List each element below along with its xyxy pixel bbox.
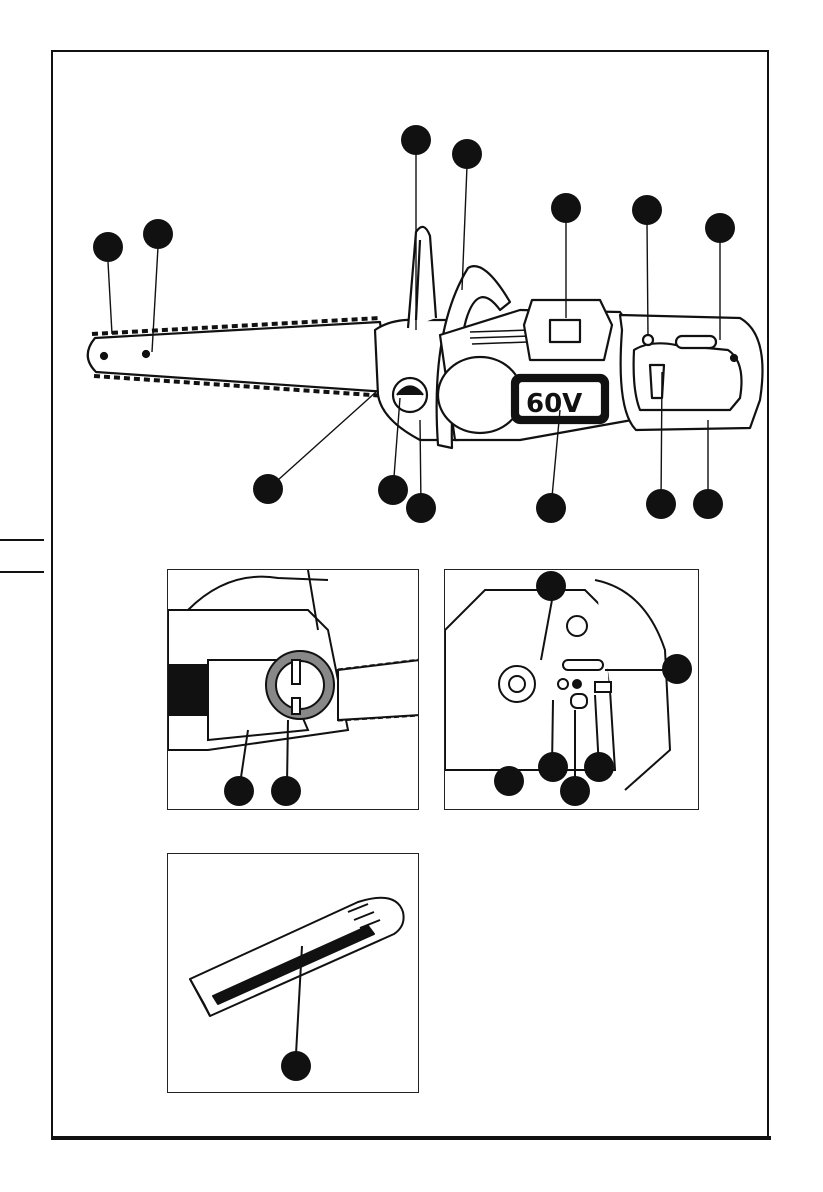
callout-marker [281,1051,311,1081]
callout-marker [93,232,123,262]
callout-marker [693,489,723,519]
callout-marker [646,489,676,519]
callout-marker [452,139,482,169]
callout-marker [632,195,662,225]
callout-marker [224,776,254,806]
bottom-rule [51,1136,771,1140]
callout-marker [401,125,431,155]
chainsaw-illustration: 60V [0,0,823,540]
callout-marker [378,475,408,505]
oil-cap-illustration [168,570,419,810]
callout-marker [705,213,735,243]
callout-marker [143,219,173,249]
callout-marker [584,752,614,782]
callout-marker [538,752,568,782]
callout-marker [560,776,590,806]
callout-marker [253,474,283,504]
side-tick-bottom [0,571,44,573]
callout-marker [406,493,436,523]
callout-marker [662,654,692,684]
callout-marker [271,776,301,806]
chain-tensioner-illustration [445,570,699,810]
callout-marker [494,766,524,796]
callout-marker [536,571,566,601]
tensioner-detail-panel [444,569,699,810]
callout-marker [536,493,566,523]
oil-cap-detail-panel [167,569,419,810]
battery-voltage-label: 60V [526,389,582,419]
callout-marker [551,193,581,223]
